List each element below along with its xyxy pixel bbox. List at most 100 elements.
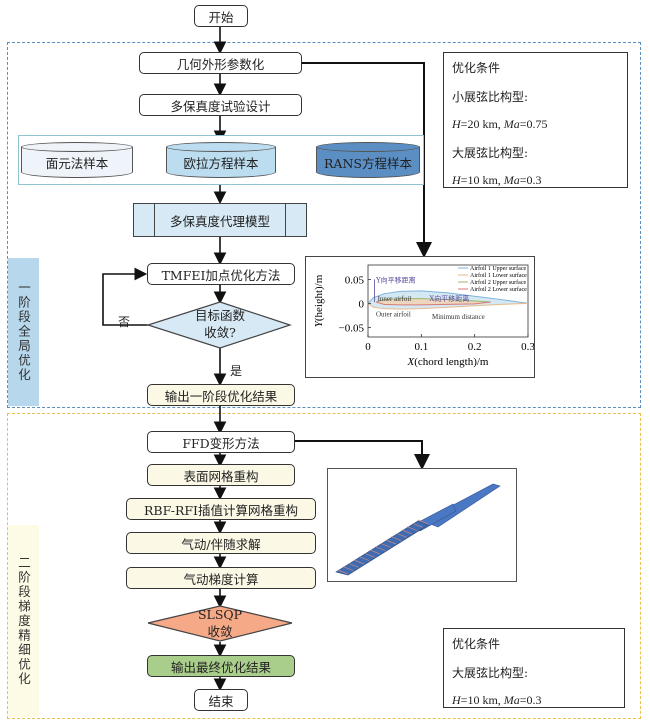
decision-line1: 目标函数 [194,308,245,323]
x-tick-label: 0.2 [468,341,482,353]
series-line-1 [367,290,529,304]
ffd-label: FFD变形方法 [182,435,260,451]
sample-euler-top [166,142,276,152]
wing-ribs [337,519,429,575]
wing-rib [353,559,365,565]
wing-rib [364,553,375,558]
decision-converge-text: 目标函数 收敛? [170,307,270,341]
wing-rib [380,543,391,548]
annotation-inner-airfoil: Inner airfoil [378,295,412,303]
surrogate-right-divider [284,204,286,236]
yes-label: 是 [230,364,243,378]
wing-rib [407,526,418,531]
ma-symbol: Ma [503,117,520,131]
stage1-conditions-box: 优化条件 小展弦比构型: H=20 km, Ma=0.75 大展弦比构型: H=… [443,52,628,188]
annotation-x-shift: X向平移距离 [429,294,469,303]
large-config-label: 大展弦比构型: [452,146,529,160]
no-label: 否 [118,315,131,329]
small-config-label: 小展弦比构型: [452,90,529,104]
sample-euler: 欧拉方程样本 [166,142,276,178]
legend-entry: Airfoil 2 Lower surface [470,286,527,293]
wing-rib [412,523,423,528]
y-tick-label: 0.05 [345,274,365,286]
large-config-value: H=10 km, Ma=0.3 [452,173,619,188]
gradient-step: 气动梯度计算 [126,567,316,589]
wing-rib [391,536,402,541]
y-axis-label: Y(height)/m [313,274,325,327]
slsqp-line2: 收敛 [207,624,233,639]
series-line-3 [375,298,491,303]
sample-euler-label: 欧拉方程样本 [183,156,259,171]
wing-rib [417,519,429,525]
ma-value: =0.3 [519,173,542,187]
x-tick-label: 0.1 [414,341,428,353]
surrogate-model-step: 多保真度代理模型 [133,203,307,237]
ma-symbol: Ma [503,173,520,187]
decision-slsqp-text: SLSQP 收敛 [170,606,270,640]
doe-step: 多保真度试验设计 [139,94,302,116]
ffd-step: FFD变形方法 [147,431,295,453]
ma-symbol: Ma [503,693,520,707]
stage1-container [7,42,641,408]
geometry-param-step: 几何外形参数化 [139,52,302,74]
wing-rib [401,529,413,535]
solve-step: 气动/伴随求解 [126,532,316,554]
wing-rib [348,563,359,568]
wing-model-frame [327,468,517,582]
h-symbol: H [452,117,461,131]
stage2-tab: 二阶段梯度精细优化 [8,525,39,717]
sample-rans-body: RANS方程样本 [316,147,420,178]
geometry-param-label: 几何外形参数化 [176,56,265,72]
x-tick-label: 0.3 [521,341,534,353]
large-config-label: 大展弦比构型: [452,666,529,680]
decision-diamond-slsqp [147,605,293,642]
sample-rans-top [316,142,420,152]
legend-entry: Airfoil 1 Lower surface [470,272,527,279]
stage2-conditions-box: 优化条件 大展弦比构型: H=10 km, Ma=0.3 [443,628,625,708]
solve-label: 气动/伴随求解 [181,536,261,552]
wing-rib [385,539,397,545]
y-tick-label: 0 [359,298,365,310]
end-node: 结束 [194,689,248,711]
final-output-label: 输出最终优化结果 [170,659,271,675]
h-value: =10 km, [460,173,504,187]
sample-panel-method-top [21,142,133,152]
final-output-step: 输出最终优化结果 [147,655,295,677]
surrogate-left-divider [154,204,156,236]
arrow-no-loop [102,267,148,326]
sample-rans: RANS方程样本 [316,142,420,178]
stage1-tab-label: 一阶段全局优化 [16,281,31,383]
rbf-step: RBF-RFI插值计算网格重构 [126,498,316,520]
wing-rib [369,549,381,555]
tmfei-step: TMFEI加点优化方法 [147,263,295,285]
ma-value: =0.3 [519,693,542,707]
wing-inner-panel [335,520,429,576]
wing-rib [337,569,349,575]
wing-rib [359,556,370,561]
stage2-tab-label: 二阶段梯度精细优化 [16,555,31,687]
plot-area [367,264,529,338]
x-tick-label: 0 [365,341,371,353]
x-axis-label: X(chord length)/m [407,356,489,368]
y-tick-label: −0.05 [339,322,365,334]
sample-rans-label: RANS方程样本 [324,156,412,171]
stage1-output-label: 输出一阶段优化结果 [164,388,278,404]
h-value: =10 km, [460,693,504,707]
arrow-geom-chart [302,62,432,258]
h-symbol: H [452,173,461,187]
annotation-y-shift: Y向平移距离 [375,275,416,284]
doe-label: 多保真度试验设计 [170,98,271,114]
rbf-label: RBF-RFI插值计算网格重构 [144,502,298,518]
samples-group: 面元法样本 欧拉方程样本 RANS方程样本 [18,135,424,185]
ma-value: =0.75 [519,117,548,131]
tmfei-label: TMFEI加点优化方法 [161,267,281,283]
h-value: =20 km, [460,117,504,131]
surrogate-label: 多保真度代理模型 [169,213,270,229]
wing-rib [375,546,386,551]
h-symbol: H [452,693,461,707]
arrow-ffd-wing [294,440,430,470]
small-config-value: H=20 km, Ma=0.75 [452,117,619,132]
